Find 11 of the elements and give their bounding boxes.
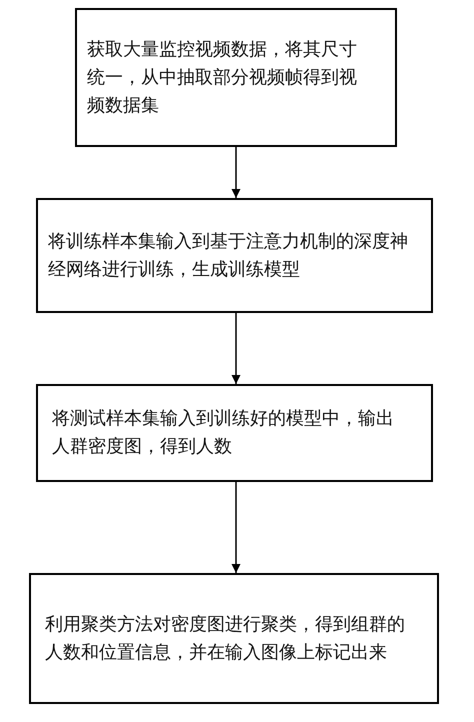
arrow: [232, 147, 240, 198]
step-text: 将测试样本集输入到训练好的模型中，输出人群密度图，得到人数: [51, 407, 395, 459]
step-text: 获取大量监控视频数据，将其尺寸统一，从中抽取部分视频帧得到视频数据集: [86, 38, 358, 118]
arrow: [232, 482, 240, 573]
step-text: 将训练样本集输入到基于注意力机制的深度神经网络进行训练，生成训练模型: [47, 230, 409, 282]
process-box: [36, 384, 433, 482]
step-text: 利用聚类方法对密度图进行聚类，得到组群的人数和位置信息，并在输入图像上标记出来: [44, 612, 406, 664]
process-box: [29, 573, 439, 704]
process-box: [75, 8, 397, 147]
arrow: [232, 313, 240, 384]
process-box: [36, 198, 433, 313]
